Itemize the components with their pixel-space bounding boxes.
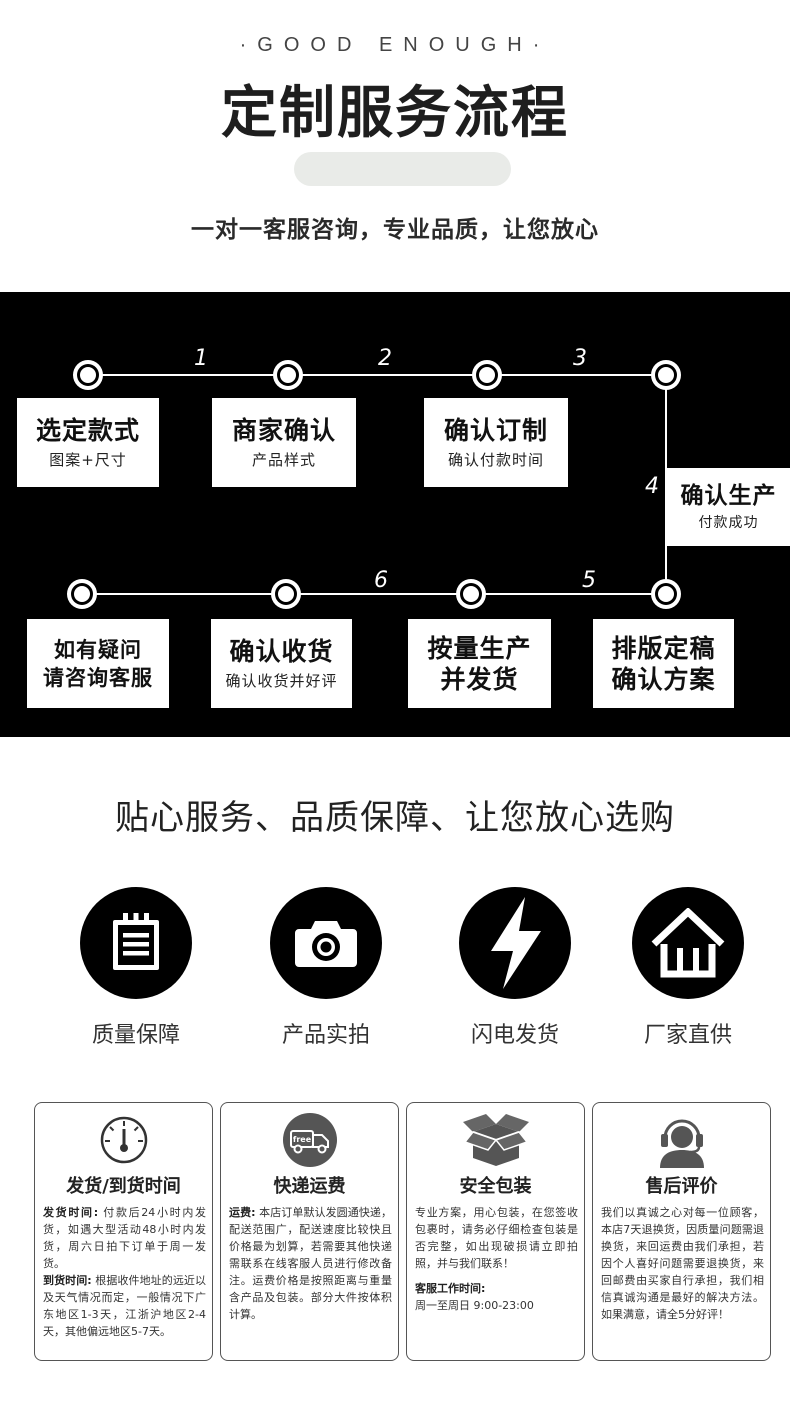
step-number-2: 2 xyxy=(378,346,392,371)
headset-agent-icon xyxy=(659,1119,704,1168)
title-underline-pill xyxy=(294,152,511,186)
step-title: 确认收货 xyxy=(229,636,334,666)
info-label: 到货时间: xyxy=(43,1274,92,1287)
step-card-produce-ship: 按量生产 并发货 xyxy=(408,619,551,708)
step-title-line: 请咨询客服 xyxy=(43,665,153,690)
info-label: 发货时间: xyxy=(43,1206,99,1219)
feature-label: 质量保障 xyxy=(91,1023,180,1048)
step-number-6: 6 xyxy=(374,568,388,593)
step-title-line: 如有疑问 xyxy=(54,637,142,662)
step-title-line: 按量生产 xyxy=(427,633,532,663)
info-box-shipping-fee: free 快递运费 运费: 本店订单默认发圆通快递，配送范围广，配送速度比较快且… xyxy=(220,1102,399,1361)
step-card-confirm-order: 确认订制 确认付款时间 xyxy=(424,398,568,487)
step-subtitle: 确认收货并好评 xyxy=(225,671,338,690)
info-box-title: 安全包装 xyxy=(459,1176,532,1197)
step-card-layout-finalize: 排版定稿 确认方案 xyxy=(593,619,734,708)
info-value: 周一至周日 9:00-23:00 xyxy=(415,1299,534,1312)
step-number-3: 3 xyxy=(573,346,587,371)
step-card-merchant-confirm: 商家确认 产品样式 xyxy=(212,398,356,487)
step-card-select-style: 选定款式 图案+尺寸 xyxy=(17,398,159,487)
feature-real-photos: 产品实拍 xyxy=(270,887,382,1049)
step-subtitle: 产品样式 xyxy=(251,450,316,469)
process-flow-band: 1 2 3 4 5 6 选定款式 图案+尺寸 商家确认 产品样式 确认订制 确认… xyxy=(0,292,790,737)
step-subtitle: 付款成功 xyxy=(698,515,759,531)
camera-icon xyxy=(295,921,357,967)
feature-icon-circle xyxy=(632,887,744,999)
page-title: 定制服务流程 xyxy=(221,81,569,146)
feature-label: 厂家直供 xyxy=(643,1023,732,1048)
step-title-line: 排版定稿 xyxy=(611,633,716,663)
feature-icon-circle xyxy=(270,887,382,999)
step-title: 确认生产 xyxy=(680,483,777,509)
info-box-text: 我们以真诚之心对每一位顾客，本店7天退换货，因质量问题需退换货，来回运费由我们承… xyxy=(601,1204,764,1323)
free-shipping-truck-icon: free xyxy=(282,1113,337,1167)
info-box-title: 快递运费 xyxy=(273,1176,346,1197)
feature-label: 产品实拍 xyxy=(281,1023,370,1048)
truck-icon-text: free xyxy=(292,1135,311,1144)
info-value: 付款后24小时内发货，如遇大型活动48小时内发货，周六日拍下订单于周一发货。 xyxy=(43,1206,206,1270)
notepad-icon xyxy=(113,913,159,970)
step-subtitle: 图案+尺寸 xyxy=(49,450,127,469)
step-card-confirm-receipt: 确认收货 确认收货并好评 xyxy=(211,619,352,708)
step-number-1: 1 xyxy=(194,346,208,371)
flow-node-dots xyxy=(67,360,681,609)
feature-icon-circle xyxy=(80,887,192,999)
info-value: 我们以真诚之心对每一位顾客，本店7天退换货，因质量问题需退换货，来回运费由我们承… xyxy=(601,1206,764,1321)
page-subtitle: 一对一客服咨询，专业品质，让您放心 xyxy=(191,217,599,243)
info-box-title: 售后评价 xyxy=(645,1176,718,1197)
step-card-confirm-production: 确认生产 付款成功 xyxy=(667,468,790,546)
step-title-line: 并发货 xyxy=(440,664,519,694)
info-box-text: 专业方案，用心包装，在您签收包裹时，请务必仔细检查包装是否完整，如出现破损请立即… xyxy=(415,1204,578,1314)
info-box-title: 发货/到货时间 xyxy=(66,1176,181,1197)
header-kicker: ·GOOD ENOUGH· xyxy=(239,34,551,56)
info-box-shipping-time: 发货/到货时间 发货时间: 付款后24小时内发货，如遇大型活动48小时内发货，周… xyxy=(34,1102,213,1361)
feature-quality: 质量保障 xyxy=(80,887,192,1049)
step-title-line: 确认方案 xyxy=(611,664,716,694)
step-title: 选定款式 xyxy=(35,415,140,445)
info-value: 根据收件地址的远近以及天气情况而定，一般情况下广东地区1-3天，江浙沪地区2-4… xyxy=(43,1274,206,1338)
step-title: 确认订制 xyxy=(443,415,548,445)
info-box-text: 运费: 本店订单默认发圆通快递，配送范围广，配送速度比较快且价格最为划算，若需要… xyxy=(229,1204,392,1323)
step-title: 商家确认 xyxy=(231,415,336,445)
step-subtitle: 确认付款时间 xyxy=(447,450,544,469)
info-value: 专业方案，用心包装，在您签收包裹时，请务必仔细检查包装是否完整，如出现破损请立即… xyxy=(415,1206,578,1270)
feature-icon-circle xyxy=(459,887,571,999)
step-card-contact-support: 如有疑问 请咨询客服 xyxy=(27,619,169,708)
open-box-icon xyxy=(462,1114,529,1166)
flow-connector-lines xyxy=(67,360,681,609)
lightning-icon xyxy=(491,897,541,989)
info-box-text: 发货时间: 付款后24小时内发货，如遇大型活动48小时内发货，周六日拍下订单于周… xyxy=(43,1204,206,1340)
gauge-icon xyxy=(100,1116,147,1164)
info-value: 本店订单默认发圆通快递，配送范围广，配送速度比较快且价格最为划算，若需要其他快递… xyxy=(229,1206,392,1321)
feature-label: 闪电发货 xyxy=(470,1023,559,1048)
services-heading: 贴心服务、品质保障、让您放心选购 xyxy=(115,798,675,838)
step-number-5: 5 xyxy=(582,568,596,593)
info-box-after-sales: 售后评价 我们以真诚之心对每一位顾客，本店7天退换货，因质量问题需退换货，来回运… xyxy=(592,1102,771,1361)
info-label: 客服工作时间: xyxy=(415,1282,486,1295)
step-number-4: 4 xyxy=(645,474,659,499)
info-label: 运费: xyxy=(229,1206,256,1219)
feature-fast-shipping: 闪电发货 xyxy=(459,887,571,1049)
info-box-safe-packaging: 安全包装 专业方案，用心包装，在您签收包裹时，请务必仔细检查包装是否完整，如出现… xyxy=(406,1102,585,1361)
feature-factory-direct: 厂家直供 xyxy=(632,887,744,1049)
house-icon xyxy=(651,908,725,978)
